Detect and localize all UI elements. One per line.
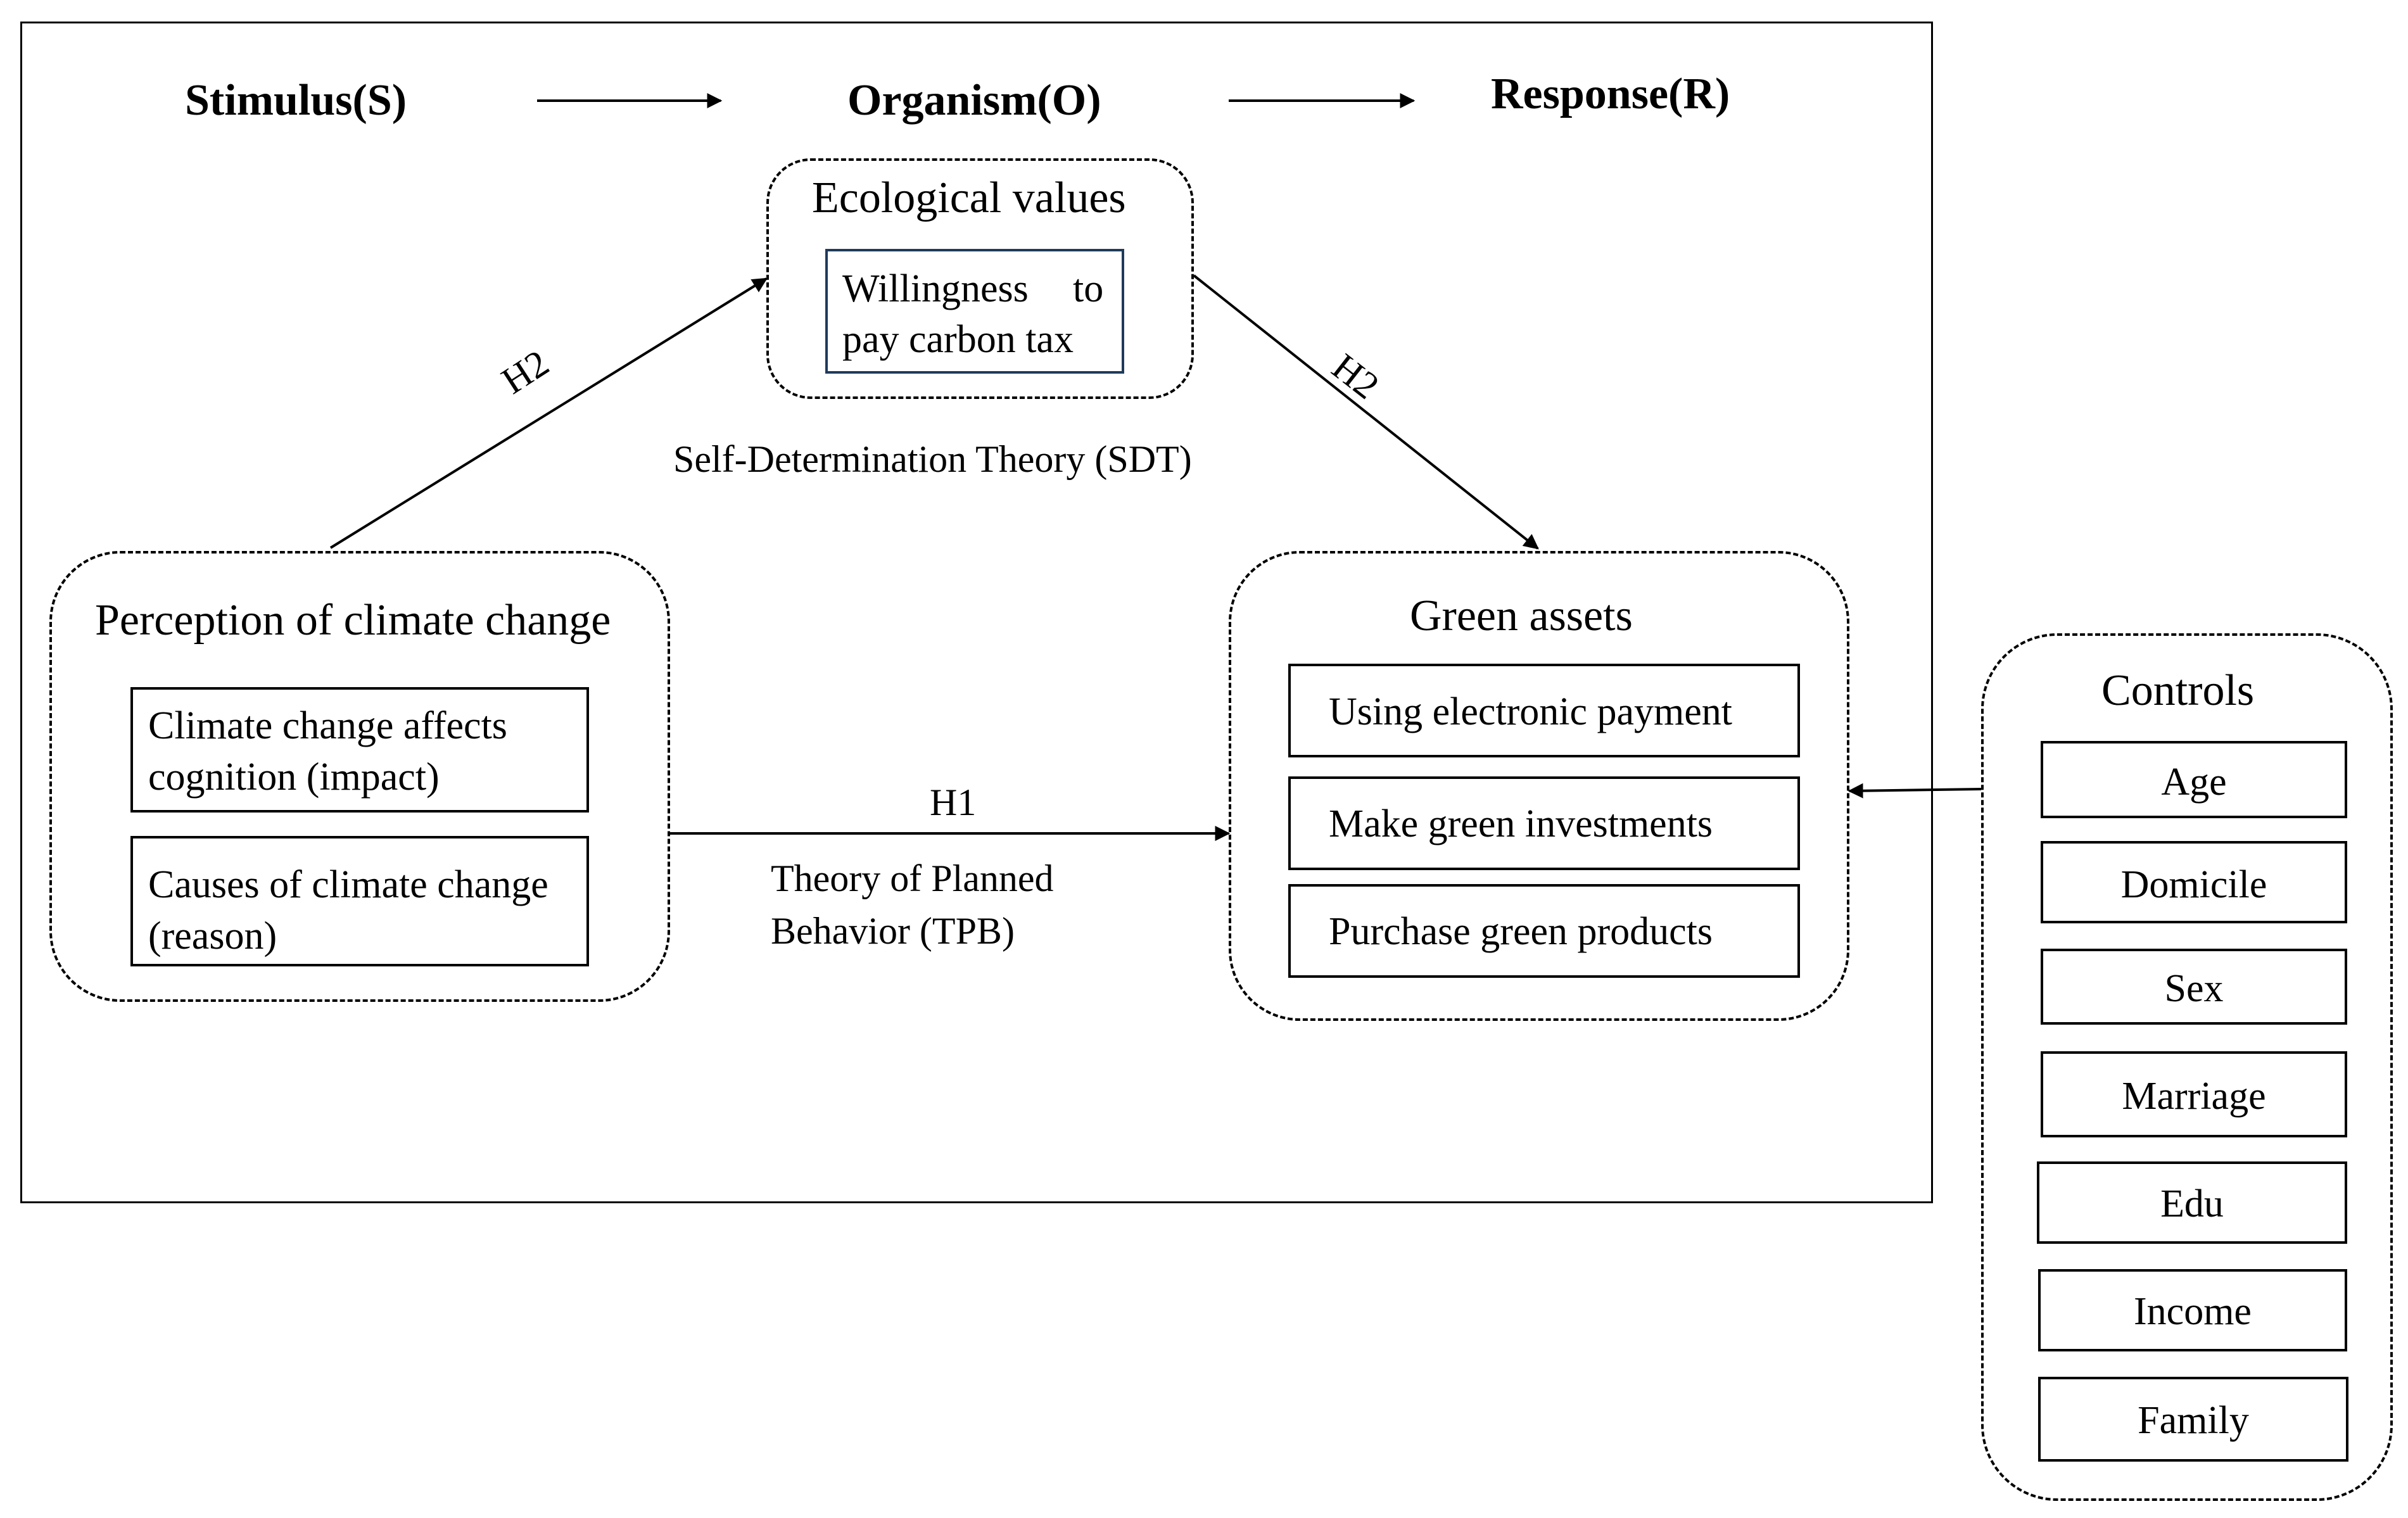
organism-header: Organism(O) bbox=[847, 76, 1101, 125]
control-item-family bbox=[2038, 1377, 2348, 1462]
h2-ecological-to-green-arrow bbox=[1193, 274, 1539, 550]
climate-impact-box bbox=[130, 687, 589, 813]
ecological-values-title: Ecological values bbox=[812, 174, 1126, 222]
control-item-edu bbox=[2037, 1161, 2347, 1244]
green-asset-item-2 bbox=[1288, 776, 1800, 870]
climate-impact-line1: Climate change affects bbox=[148, 704, 507, 747]
sdt-theory-label: Self-Determination Theory (SDT) bbox=[673, 438, 1192, 480]
tpb-theory-label-line2: Behavior (TPB) bbox=[771, 910, 1015, 952]
controls-group bbox=[1981, 633, 2393, 1501]
tpb-theory-label-line1: Theory of Planned bbox=[771, 857, 1054, 899]
green-asset-label-2: Make green investments bbox=[1329, 802, 1713, 845]
control-label-family: Family bbox=[2138, 1399, 2249, 1442]
willingness-label-part2: to bbox=[1073, 267, 1104, 310]
perception-climate-change-group bbox=[49, 551, 670, 1002]
response-header: Response(R) bbox=[1491, 70, 1730, 118]
climate-impact-line2: cognition (impact) bbox=[148, 756, 440, 799]
green-asset-label-3: Purchase green products bbox=[1329, 910, 1713, 953]
controls-title: Controls bbox=[2101, 666, 2255, 715]
h2-perception-to-ecological-arrow bbox=[329, 277, 768, 549]
control-label-sex: Sex bbox=[2164, 967, 2224, 1010]
willingness-label-line2: pay carbon tax bbox=[842, 318, 1074, 361]
perception-title: Perception of climate change bbox=[95, 596, 611, 645]
control-label-edu: Edu bbox=[2160, 1182, 2224, 1225]
green-assets-title: Green assets bbox=[1410, 591, 1633, 640]
h1-label: H1 bbox=[930, 781, 977, 823]
green-asset-item-3 bbox=[1288, 884, 1800, 978]
control-item-sex bbox=[2041, 949, 2347, 1025]
climate-reason-box bbox=[130, 836, 589, 966]
green-asset-item-1 bbox=[1288, 664, 1800, 757]
control-item-income bbox=[2038, 1269, 2347, 1351]
framework-frame bbox=[20, 22, 1933, 1203]
stimulus-header: Stimulus(S) bbox=[185, 76, 407, 125]
controls-to-green-arrow bbox=[1847, 783, 1982, 799]
control-item-marriage bbox=[2041, 1051, 2347, 1137]
control-item-domicile bbox=[2041, 841, 2347, 923]
climate-reason-line2: (reason) bbox=[148, 914, 277, 958]
willingness-label-part1: Willingness bbox=[842, 267, 1029, 310]
control-label-domicile: Domicile bbox=[2120, 863, 2267, 906]
willingness-carbon-tax-box bbox=[825, 249, 1124, 374]
control-item-age bbox=[2041, 741, 2347, 818]
control-label-income: Income bbox=[2134, 1290, 2252, 1333]
control-label-age: Age bbox=[2161, 761, 2227, 804]
climate-reason-line1: Causes of climate change bbox=[148, 863, 548, 906]
green-asset-label-1: Using electronic payment bbox=[1329, 690, 1733, 733]
control-label-marriage: Marriage bbox=[2122, 1075, 2266, 1118]
